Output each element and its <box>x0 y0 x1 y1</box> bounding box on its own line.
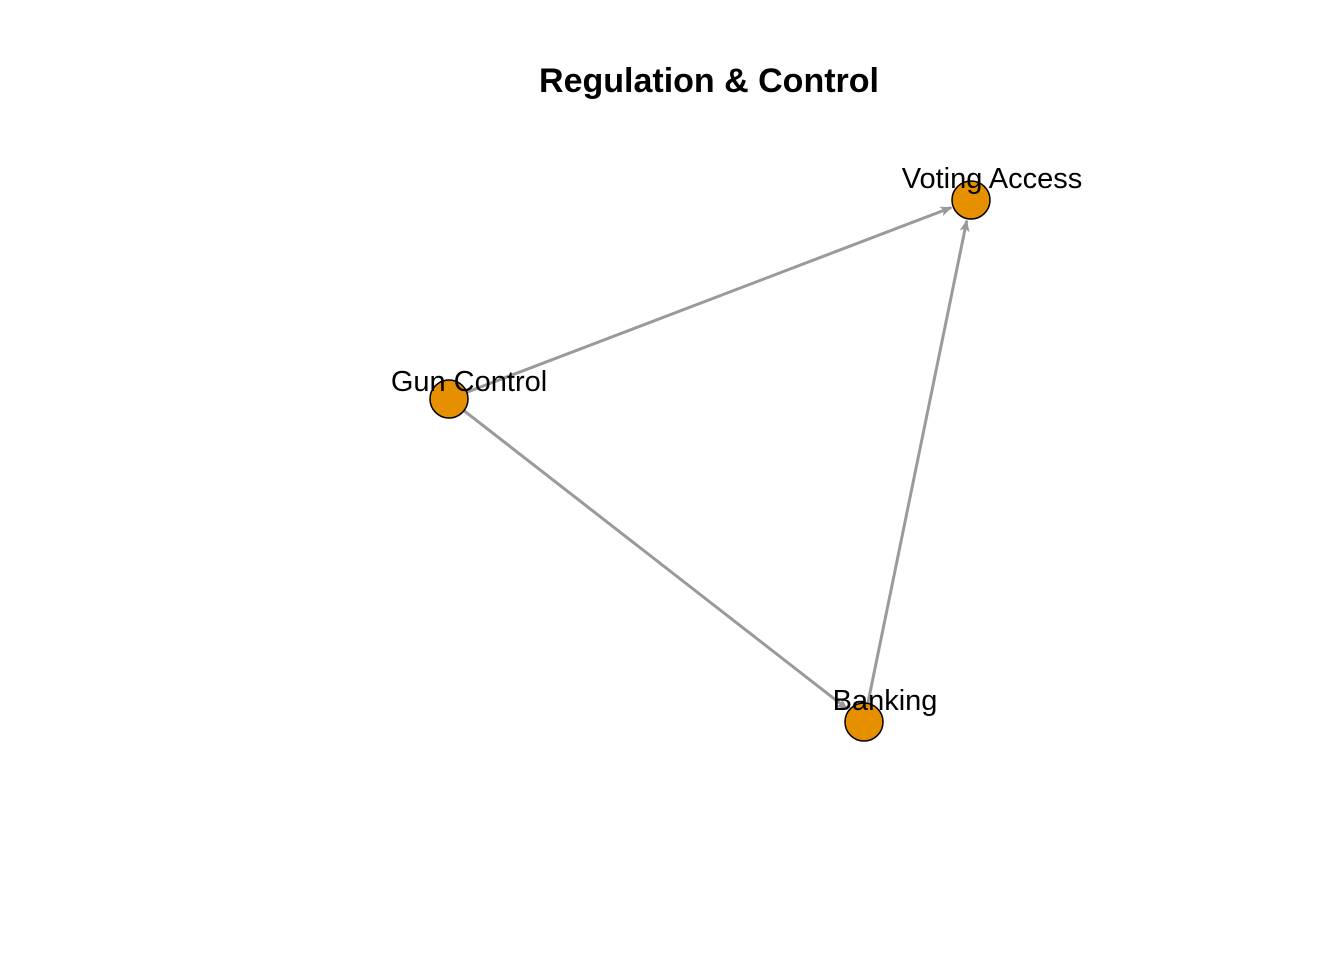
node-voting-access <box>951 180 991 220</box>
edge-gun-control-to-banking <box>463 409 849 711</box>
node-banking <box>844 702 884 742</box>
diagram-title: Regulation & Control <box>539 62 879 100</box>
nodes-layer <box>429 180 991 742</box>
edge-banking-to-voting-access <box>866 219 970 704</box>
edge-gun-control-to-voting-access <box>466 206 953 394</box>
node-label-banking: Banking <box>833 685 938 717</box>
edges-layer <box>463 206 970 711</box>
node-gun-control <box>429 379 469 419</box>
node-label-gun-control: Gun Control <box>391 366 547 398</box>
node-label-voting-access: Voting Access <box>902 163 1083 195</box>
